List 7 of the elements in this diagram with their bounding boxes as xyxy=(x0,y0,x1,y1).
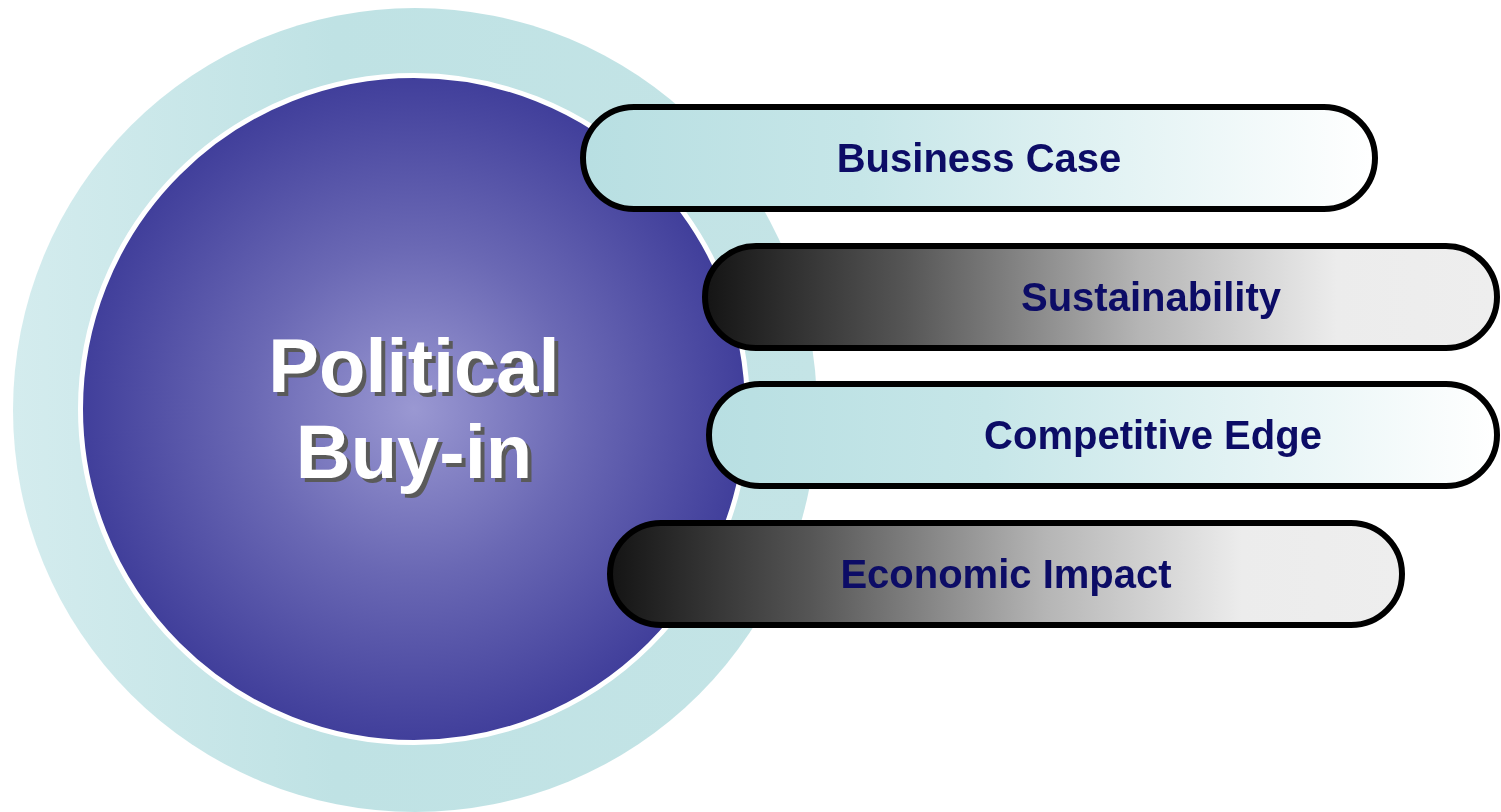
pill-label: Economic Impact xyxy=(840,551,1172,597)
pill-box xyxy=(706,381,1500,489)
pill-label: Business Case xyxy=(836,135,1122,181)
circle-title: Political Buy-in xyxy=(267,323,561,495)
pill-label: Sustainability xyxy=(1020,274,1282,320)
pill-box xyxy=(702,243,1500,351)
pill-label: Competitive Edge xyxy=(984,412,1322,458)
